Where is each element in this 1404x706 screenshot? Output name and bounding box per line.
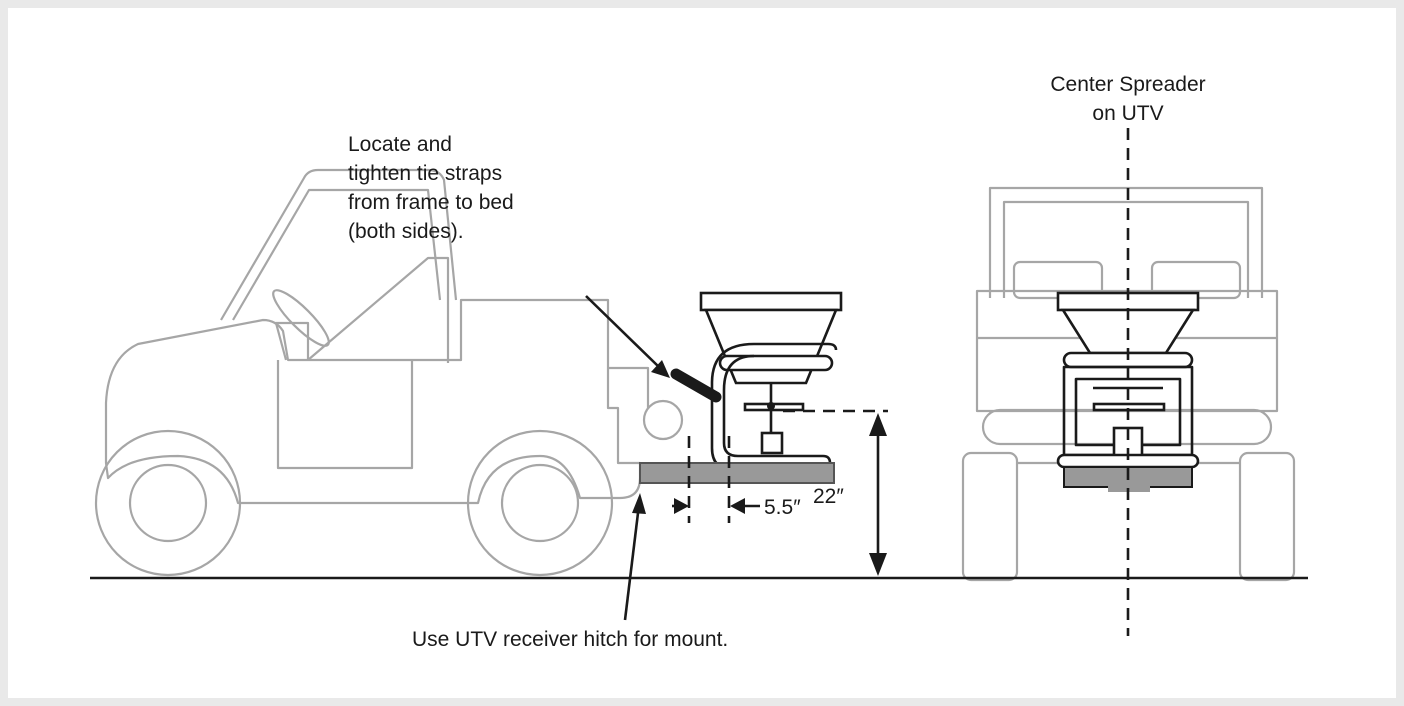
tie-strap-callout: [585, 295, 722, 403]
tie-strap-label-line-2: tighten tie straps: [348, 162, 503, 185]
offset-dimension-label: 5.5″: [764, 496, 801, 519]
height-dimension: [783, 409, 888, 576]
tie-strap-label: Locate and tighten tie straps from frame…: [348, 130, 514, 246]
hitch-callout: [623, 493, 646, 621]
center-spreader-label: Center Spreader on UTV: [1018, 70, 1238, 128]
center-spreader-label-line-2: on UTV: [1092, 102, 1164, 125]
tie-strap-label-line-1: Locate and: [348, 133, 452, 156]
receiver-mount-plate: [639, 462, 835, 484]
utv-side-view: [94, 168, 684, 577]
receiver-hitch-label: Use UTV receiver hitch for mount.: [412, 628, 729, 651]
tie-strap-label-line-3: from frame to bed: [348, 191, 514, 214]
spreader-side-view: [699, 291, 843, 472]
diagram-canvas: Locate and tighten tie straps from frame…: [8, 8, 1396, 698]
center-spreader-label-line-1: Center Spreader: [1050, 73, 1206, 96]
height-dimension-label: 22″: [813, 485, 844, 508]
spreader-mounting-diagram: [90, 128, 1308, 636]
tie-strap-label-line-4: (both sides).: [348, 220, 464, 243]
utv-rear-view: [961, 186, 1296, 582]
offset-dimension: [672, 436, 760, 523]
